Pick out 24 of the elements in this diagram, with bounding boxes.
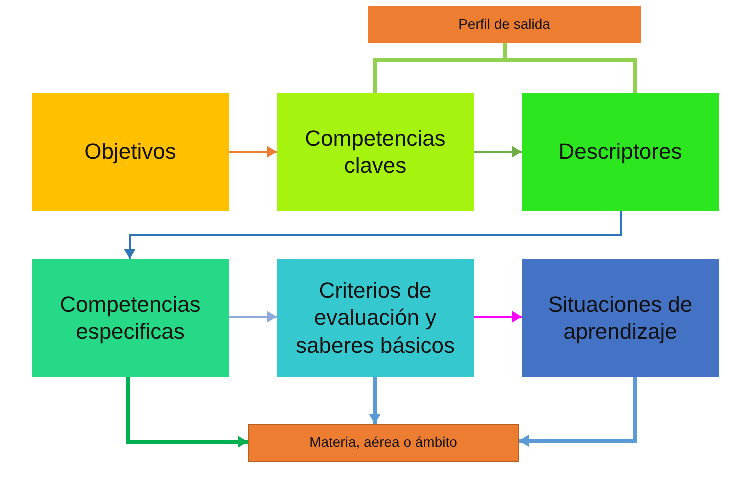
arrow bbox=[369, 377, 381, 424]
arrow bbox=[474, 146, 522, 158]
arrow bbox=[124, 211, 622, 259]
subject-box bbox=[248, 424, 519, 462]
box-label: Competencias claves bbox=[304, 124, 447, 180]
process-box bbox=[32, 259, 229, 377]
arrow bbox=[126, 377, 248, 448]
box-label: Perfil de salida bbox=[458, 16, 550, 34]
box-label: Descriptores bbox=[558, 138, 682, 166]
box-label: Competencias especificas bbox=[59, 290, 202, 346]
process-box bbox=[522, 259, 719, 377]
arrow bbox=[229, 311, 277, 323]
output-profile-box bbox=[368, 6, 641, 43]
box-label: Objetivos bbox=[84, 138, 176, 166]
arrow bbox=[474, 311, 522, 323]
box-label: Materia, aérea o ámbito bbox=[310, 434, 458, 452]
arrow bbox=[229, 146, 277, 158]
arrow bbox=[519, 377, 637, 447]
process-box bbox=[277, 259, 474, 377]
process-box bbox=[32, 93, 229, 211]
process-box bbox=[277, 93, 474, 211]
box-label: Criterios de evaluación y saberes básicos bbox=[295, 276, 456, 360]
box-label: Situaciones de aprendizaje bbox=[547, 290, 694, 346]
process-box bbox=[522, 93, 719, 211]
